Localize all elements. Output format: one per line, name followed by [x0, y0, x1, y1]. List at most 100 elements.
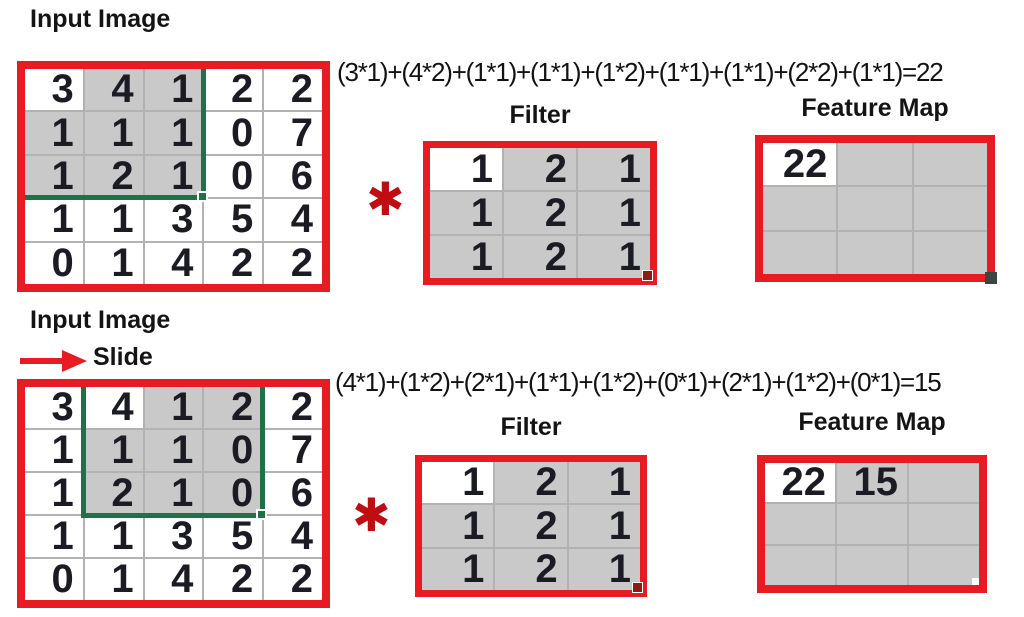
grid-cell: [765, 545, 835, 585]
fill-handle-icon: [632, 582, 643, 593]
grid-cell: 4: [144, 559, 203, 600]
grid-cell: 1: [144, 112, 203, 154]
grid-cell: 2: [204, 559, 263, 600]
input-image-label-2: Input Image: [30, 306, 171, 334]
grid-cell: 1: [144, 473, 203, 514]
grid-cell: 1: [25, 430, 83, 471]
grid-cell: 1: [84, 559, 143, 600]
grid-cell: 1: [25, 516, 83, 557]
grid-cell: [838, 143, 912, 186]
slide-label: Slide: [93, 343, 153, 371]
grid-cell: 0: [25, 242, 83, 284]
grid-cell: 1: [430, 236, 502, 278]
selection-border-left: [81, 387, 86, 518]
grid-cell: 1: [84, 112, 143, 154]
grid-cell: 5: [204, 516, 263, 557]
convolution-formula-2: (4*1)+(1*2)+(2*1)+(1*1)+(1*2)+(0*1)+(2*1…: [335, 367, 942, 397]
grid-cell: 1: [84, 199, 143, 241]
selection-border-bottom: [81, 513, 265, 518]
grid-cell: 1: [84, 516, 143, 557]
feature-map-grid-1-cells: 22: [763, 143, 987, 274]
grid-cell: 1: [578, 236, 650, 278]
grid-cell: [909, 504, 979, 544]
grid-cell: 0: [25, 559, 83, 600]
grid-cell: 1: [84, 242, 143, 284]
grid-cell: 1: [568, 548, 640, 590]
grid-cell: 2: [84, 155, 143, 198]
convolution-asterisk-icon-1: ✱: [366, 172, 405, 226]
grid-cell: 1: [422, 462, 494, 504]
grid-cell: 5: [204, 199, 263, 241]
convolution-asterisk-icon-2: ✱: [352, 488, 391, 542]
grid-cell: 1: [25, 155, 83, 198]
filter-label-2: Filter: [500, 413, 562, 441]
grid-cell: 7: [264, 430, 322, 471]
filter-label-1: Filter: [509, 101, 571, 129]
grid-cell: 1: [144, 69, 203, 111]
grid-cell: 4: [264, 199, 322, 241]
grid-cell: 7: [264, 112, 322, 154]
fill-handle-icon: [642, 270, 653, 281]
grid-cell: 1: [422, 505, 494, 547]
grid-cell: 1: [84, 430, 143, 471]
grid-cell: [838, 187, 912, 230]
grid-cell: 0: [204, 112, 263, 154]
grid-cell: 1: [144, 155, 203, 198]
grid-cell: 2: [264, 242, 322, 284]
grid-cell: 22: [763, 143, 837, 186]
grid-cell: 2: [84, 473, 143, 514]
selection-border-right: [201, 69, 206, 200]
grid-cell: 2: [204, 69, 263, 111]
grid-cell: [909, 545, 979, 585]
grid-cell: 1: [568, 505, 640, 547]
grid-cell: 1: [568, 462, 640, 504]
grid-cell: 3: [25, 387, 83, 428]
selection-fill-handle-icon: [256, 509, 267, 520]
grid-cell: 1: [430, 148, 502, 190]
grid-cell: 22: [765, 463, 835, 503]
grid-cell: 0: [204, 430, 263, 471]
grid-cell: 1: [578, 192, 650, 234]
grid-cell: 2: [264, 559, 322, 600]
slide-arrow-head-icon: [62, 350, 87, 372]
grid-cell: 0: [204, 155, 263, 198]
grid-cell: 2: [495, 548, 567, 590]
grid-cell: [763, 231, 837, 274]
input-image-label-1: Input Image: [30, 5, 171, 33]
grid-cell: [909, 463, 979, 503]
grid-cell: 1: [144, 430, 203, 471]
grid-cell: 3: [144, 516, 203, 557]
fill-handle-icon: [985, 272, 997, 284]
grid-cell: [763, 187, 837, 230]
grid-cell: 15: [837, 463, 907, 503]
grid-cell: 1: [430, 192, 502, 234]
feature-map-label-2: Feature Map: [798, 408, 946, 436]
slide-arrow-icon: [20, 358, 64, 364]
grid-cell: 2: [504, 236, 576, 278]
grid-cell: 1: [578, 148, 650, 190]
grid-cell: 2: [204, 242, 263, 284]
grid-cell: 1: [25, 473, 83, 514]
grid-cell: [913, 143, 987, 186]
grid-cell: [838, 231, 912, 274]
grid-cell: [837, 545, 907, 585]
grid-cell: [913, 187, 987, 230]
grid-cell: 1: [25, 112, 83, 154]
grid-cell: 2: [504, 192, 576, 234]
grid-cell: 2: [495, 462, 567, 504]
grid-cell: 2: [504, 148, 576, 190]
selection-border-bottom: [25, 195, 206, 200]
grid-cell: 4: [84, 69, 143, 111]
fill-handle-icon: [972, 578, 979, 585]
grid-cell: 4: [144, 242, 203, 284]
grid-cell: [837, 504, 907, 544]
